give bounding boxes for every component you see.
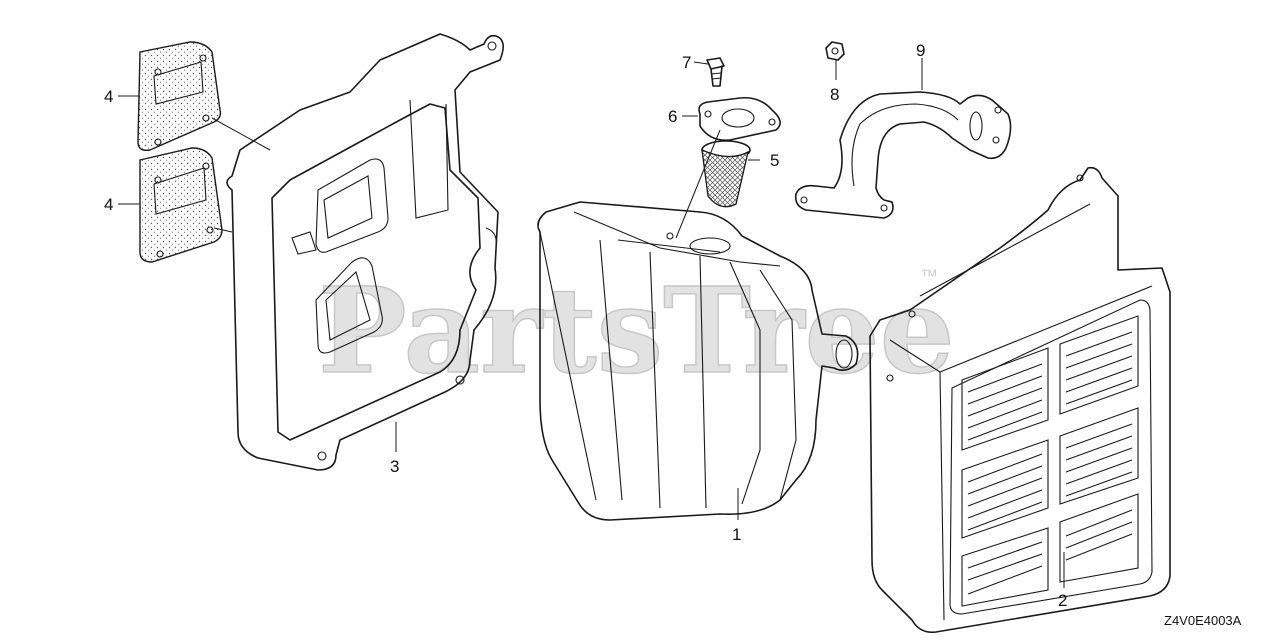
callout-5: 5 <box>770 151 779 170</box>
part-4-upper-gasket[interactable] <box>137 41 222 152</box>
callout-2: 2 <box>1058 591 1067 610</box>
callout-3: 3 <box>390 457 399 476</box>
callout-4-upper: 4 <box>104 87 113 106</box>
part-2-muffler-cover[interactable] <box>869 166 1171 634</box>
part-7-bolt[interactable] <box>706 57 725 87</box>
part-5-screen[interactable] <box>701 140 751 208</box>
part-8-nut[interactable] <box>825 41 845 61</box>
callout-6: 6 <box>668 107 677 126</box>
callout-4-lower: 4 <box>104 195 113 214</box>
callout-1: 1 <box>732 525 741 544</box>
callout-9: 9 <box>916 41 925 60</box>
part-9-exhaust-pipe[interactable] <box>794 91 1012 219</box>
watermark-text: PartsTree <box>318 261 955 400</box>
callout-7: 7 <box>682 53 691 72</box>
part-3-muffler-protector[interactable] <box>226 33 504 471</box>
part-6-gasket[interactable] <box>698 96 781 142</box>
callout-8: 8 <box>830 85 839 104</box>
watermark-trademark: ™ <box>920 266 938 286</box>
leader-lines <box>118 58 1065 588</box>
part-1-muffler[interactable] <box>537 201 859 521</box>
diagram-code: Z4V0E4003A <box>1164 613 1242 628</box>
part-4-lower-gasket[interactable] <box>139 147 223 263</box>
